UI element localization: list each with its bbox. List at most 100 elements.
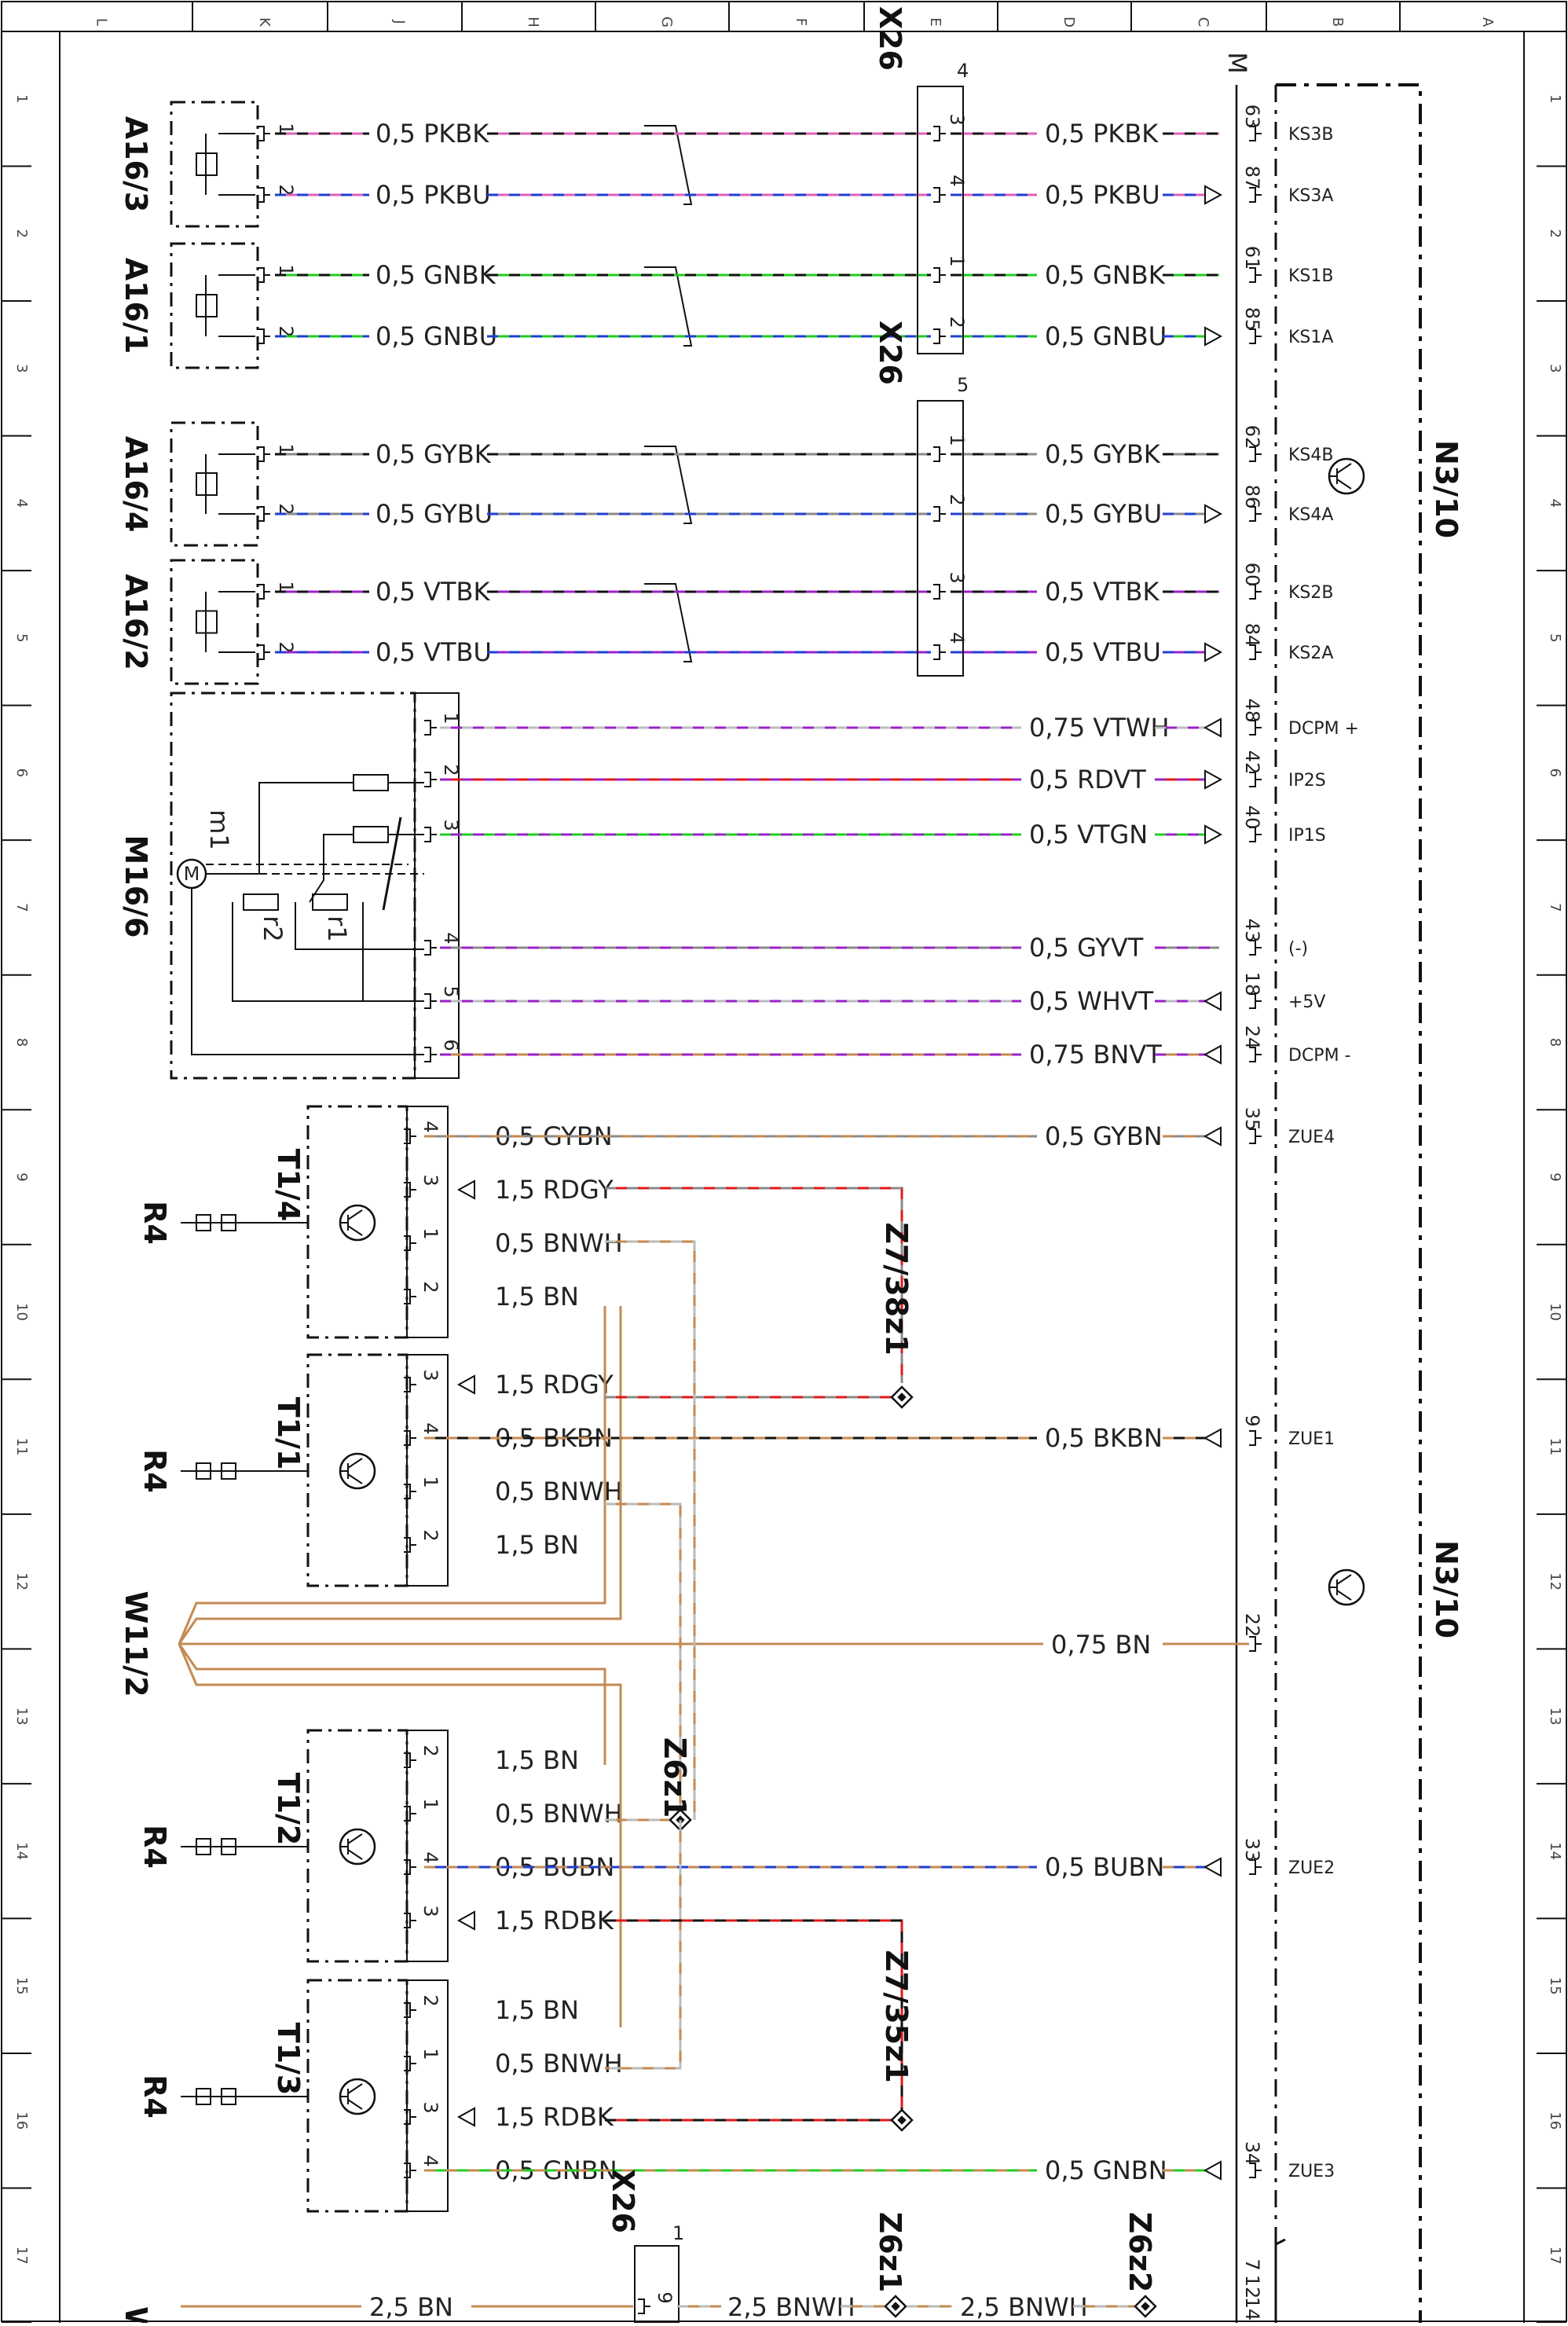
coil-pin-num: 3 [419, 1174, 441, 1186]
x26-pin-num: 3 [946, 113, 968, 125]
bnwh-wire-stripe [605, 1240, 696, 1820]
row-label-right-15: 15 [1547, 1977, 1563, 1995]
signal-arrow-in [1203, 1044, 1222, 1065]
bnwh-wire-stripe [605, 1820, 682, 2070]
module-pin-num: 43 [1241, 919, 1263, 943]
column-label-J: J [391, 19, 408, 24]
signal-arrow-out [1204, 824, 1223, 845]
spark-plug-icon [221, 1462, 236, 1480]
row-label-left-1: 1 [13, 94, 30, 103]
x26-pin-num: 4 [946, 632, 968, 644]
coil-pin-num: 4 [419, 1422, 441, 1434]
coil-transistor-icon-e [347, 1473, 363, 1484]
module-pin-num: 48 [1241, 699, 1263, 723]
motor-wire-label: 0,75 VTWH [1029, 713, 1170, 743]
coil-pin-num: 2 [419, 1744, 441, 1756]
module-pin [1249, 267, 1256, 283]
wire-label-right: 0,5 VTBU [1045, 637, 1161, 667]
coil-pin-num: 2 [419, 1994, 441, 2006]
coil-pin-num: 1 [419, 1798, 441, 1810]
row-label-right-1: 1 [1547, 94, 1563, 103]
row-label-right-5: 5 [1547, 633, 1563, 642]
sensor-pin-num: 1 [275, 581, 297, 593]
row-label-right-4: 4 [1547, 499, 1563, 508]
bottom-wire2-label: 2,5 BNWH [727, 2292, 855, 2322]
row-label-left-3: 3 [13, 364, 30, 372]
column-label-E: E [927, 17, 943, 26]
harness-wire-label: 0,75 BN [1051, 1630, 1151, 1660]
shield-line [644, 446, 693, 524]
spark-plug-icon [196, 1462, 211, 1480]
signal-arrow-in [1203, 1428, 1222, 1448]
coil-signal-label: 0,5 GYBN [1045, 1121, 1163, 1151]
module-signal-name: DCPM - [1288, 1046, 1350, 1066]
sensor-label-A16/1: A16/1 [119, 258, 153, 354]
wire-label-left: 0,5 GNBU [376, 321, 497, 351]
coil-wire-label: 0,5 BNWH [495, 1228, 623, 1258]
module-transistor-icon-2-c [1336, 1574, 1352, 1585]
coil-box [306, 1105, 408, 1339]
row-label-right-14: 14 [1547, 1842, 1563, 1860]
coil-connector [406, 1106, 449, 1338]
coil-wire-label: 0,5 BNWH [495, 2049, 623, 2078]
sensor-box-A16/2 [170, 559, 259, 685]
row-label-left-17: 17 [13, 2247, 30, 2265]
x26-pin-num: 3 [946, 571, 968, 583]
motor-wire-label: 0,5 WHVT [1029, 986, 1154, 1016]
x26-pin [933, 267, 940, 283]
coil-box [306, 1353, 408, 1587]
module-pin [1249, 506, 1256, 522]
row-label-left-13: 13 [13, 1708, 30, 1726]
harness-wire [178, 1643, 622, 2027]
module-signal-name: KS2A [1288, 644, 1333, 663]
module-pin [1249, 2163, 1256, 2178]
row-label-right-8: 8 [1547, 1038, 1563, 1047]
module-signal-name: +5V [1288, 992, 1325, 1012]
rdgy-wire-stripe [605, 1187, 903, 1383]
module-signal-name: KS4B [1288, 446, 1333, 465]
wire-label-right: 0,5 GYBU [1045, 499, 1162, 529]
harness-label: W11/2 [119, 1590, 153, 1697]
module-signal-name: ZUE3 [1288, 2162, 1335, 2181]
module-signal-name: KS2B [1288, 583, 1333, 603]
row-label-right-2: 2 [1547, 229, 1563, 238]
module-pin-num: 85 [1241, 307, 1263, 332]
x26-pin-num: 4 [946, 174, 968, 186]
module-pin [1249, 993, 1256, 1009]
coil-arrow [456, 1180, 475, 1200]
signal-arrow-out [1204, 769, 1223, 790]
x26-connector-block [917, 400, 964, 677]
spark-plug-icon [221, 2088, 236, 2105]
bnwh-wire-stripe [605, 1502, 682, 1820]
signal-arrow [1204, 642, 1223, 662]
harness-wire [178, 1306, 606, 1645]
signal-arrow [1204, 185, 1223, 205]
module-pin [1249, 720, 1256, 736]
coil-pin-num: 4 [419, 1851, 441, 1863]
coil-connector [406, 1979, 449, 2212]
motor-lead [206, 782, 354, 875]
module-pin [1249, 1128, 1256, 1144]
x26-bottom-pin-num: 9 [654, 2291, 676, 2303]
module-transistor-icon-2-e [1336, 1590, 1352, 1601]
module-pin-num: 62 [1241, 425, 1263, 449]
sensor-pin-num: 1 [275, 123, 297, 134]
coil-pin-num: 3 [419, 1369, 441, 1381]
wire-label-left: 0,5 PKBK [376, 119, 489, 149]
module-letter: M [1222, 52, 1252, 74]
x26-number: 5 [957, 374, 969, 396]
coil-pin-num: 2 [419, 1281, 441, 1293]
module-pin-num: 63 [1241, 105, 1263, 129]
column-label-H: H [525, 17, 541, 28]
module-pin-num: 35 [1241, 1107, 1263, 1132]
coil-label: T1/3 [271, 2023, 306, 2096]
coil-wire-label: 1,5 BN [495, 1530, 579, 1560]
splice-label-z6: Z6z1 [658, 1737, 692, 1818]
x26-pin [933, 506, 940, 522]
motor-wire-label: 0,5 VTGN [1029, 820, 1148, 849]
coil-wire-label: 0,5 BNWH [495, 1477, 623, 1506]
splice-label-z735: Z7/35z1 [879, 1950, 914, 2082]
motor-wire-label: 0,5 RDVT [1029, 765, 1146, 794]
motor-box [170, 692, 416, 1080]
